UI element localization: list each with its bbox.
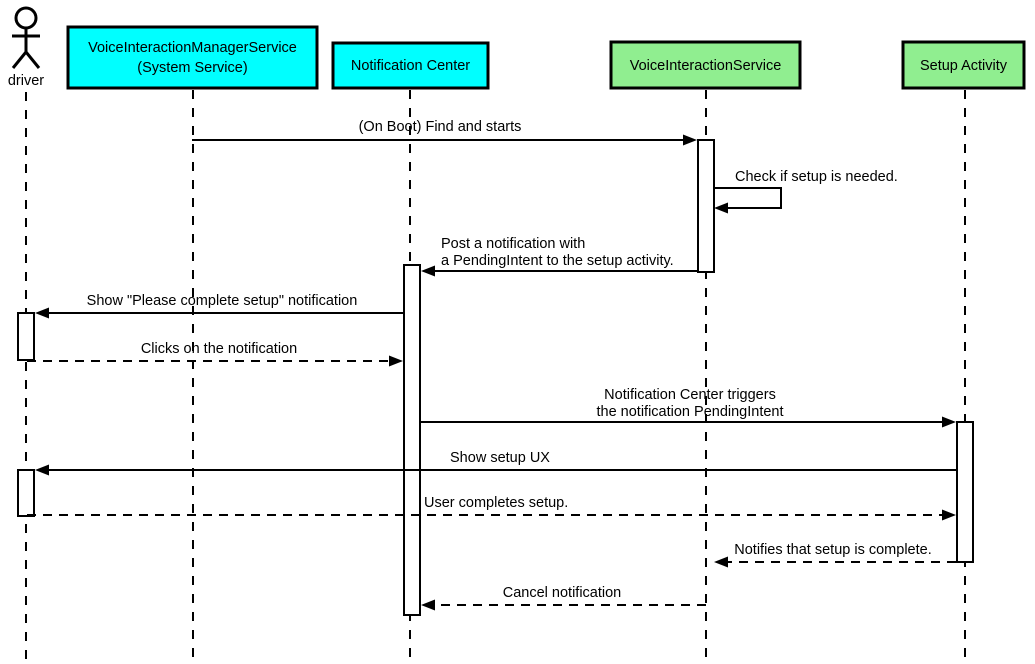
participant-notification-center[interactable]: Notification Center bbox=[331, 41, 490, 90]
participant-setup-activity-box bbox=[901, 40, 1026, 90]
participant-setup-activity[interactable]: Setup Activity bbox=[901, 40, 1026, 90]
participant-driver-label: driver bbox=[8, 73, 44, 89]
message-4-arrowhead bbox=[35, 307, 49, 319]
message-3-label-line1: Post a notification with bbox=[441, 236, 585, 252]
message-show-setup-ux[interactable]: Show setup UX bbox=[35, 450, 956, 476]
message-3-arrowhead bbox=[421, 265, 435, 277]
message-6-label-line1: Notification Center triggers bbox=[604, 387, 776, 403]
participant-vims-label-line2: (System Service) bbox=[137, 60, 247, 76]
participant-setup-activity-label: Setup Activity bbox=[920, 58, 1008, 74]
message-7-arrowhead bbox=[35, 464, 49, 476]
message-4-label: Show "Please complete setup" notificatio… bbox=[87, 293, 358, 309]
message-clicks-on-the-notification[interactable]: Clicks on the notification bbox=[27, 341, 403, 367]
activation-setup-activity-1 bbox=[956, 421, 974, 563]
message-9-arrowhead bbox=[714, 556, 728, 568]
actor-leg-right-icon bbox=[24, 51, 41, 69]
actor-leg-left-icon bbox=[11, 51, 28, 69]
message-1-label: (On Boot) Find and starts bbox=[359, 119, 522, 135]
message-user-completes-setup[interactable]: User completes setup. bbox=[27, 495, 956, 521]
message-6-label-line2: the notification PendingIntent bbox=[596, 404, 783, 420]
participant-vis-box bbox=[609, 40, 802, 90]
message-check-if-setup-is-needed[interactable]: Check if setup is needed. bbox=[714, 169, 898, 214]
participant-vims-box bbox=[66, 25, 319, 90]
message-2-arrowhead bbox=[714, 202, 728, 214]
message-2-line bbox=[714, 187, 782, 209]
participant-notification-center-label: Notification Center bbox=[351, 58, 470, 74]
message-6-arrowhead bbox=[942, 416, 956, 428]
message-notifies-that-setup-is-complete[interactable]: Notifies that setup is complete. bbox=[714, 542, 956, 568]
activations-group bbox=[17, 139, 974, 616]
participant-driver[interactable]: driver bbox=[8, 6, 44, 89]
message-7-label: Show setup UX bbox=[450, 450, 550, 466]
activation-notification-center-1 bbox=[403, 264, 421, 616]
message-on-boot-find-and-starts[interactable]: (On Boot) Find and starts bbox=[192, 119, 697, 146]
message-2-label: Check if setup is needed. bbox=[735, 169, 898, 185]
actor-head-icon bbox=[14, 6, 38, 30]
message-5-arrowhead bbox=[389, 355, 403, 367]
message-3-label-line2: a PendingIntent to the setup activity. bbox=[441, 253, 674, 269]
participant-voiceinteractionmanagerservice[interactable]: VoiceInteractionManagerService (System S… bbox=[66, 25, 319, 90]
message-10-arrowhead bbox=[421, 599, 435, 611]
message-10-label: Cancel notification bbox=[503, 585, 622, 601]
message-1-arrowhead bbox=[683, 134, 697, 146]
participant-notification-center-box bbox=[331, 41, 490, 90]
activation-vis-1 bbox=[697, 139, 715, 273]
message-9-label: Notifies that setup is complete. bbox=[734, 542, 931, 558]
message-5-label: Clicks on the notification bbox=[141, 341, 297, 357]
message-cancel-notification[interactable]: Cancel notification bbox=[421, 585, 706, 611]
participant-vims-label-line1: VoiceInteractionManagerService bbox=[88, 40, 297, 56]
message-8-label: User completes setup. bbox=[424, 495, 568, 511]
activation-driver-1 bbox=[17, 312, 35, 361]
participant-voiceinteractionservice[interactable]: VoiceInteractionService bbox=[609, 40, 802, 90]
message-show-please-complete-setup-notification[interactable]: Show "Please complete setup" notificatio… bbox=[35, 293, 403, 319]
participant-vis-label: VoiceInteractionService bbox=[630, 58, 782, 74]
message-notification-center-triggers-pendingintent[interactable]: Notification Center triggers the notific… bbox=[421, 387, 956, 428]
activation-driver-2 bbox=[17, 469, 35, 517]
message-post-a-notification[interactable]: Post a notification with a PendingIntent… bbox=[421, 236, 697, 277]
message-8-arrowhead bbox=[942, 509, 956, 521]
